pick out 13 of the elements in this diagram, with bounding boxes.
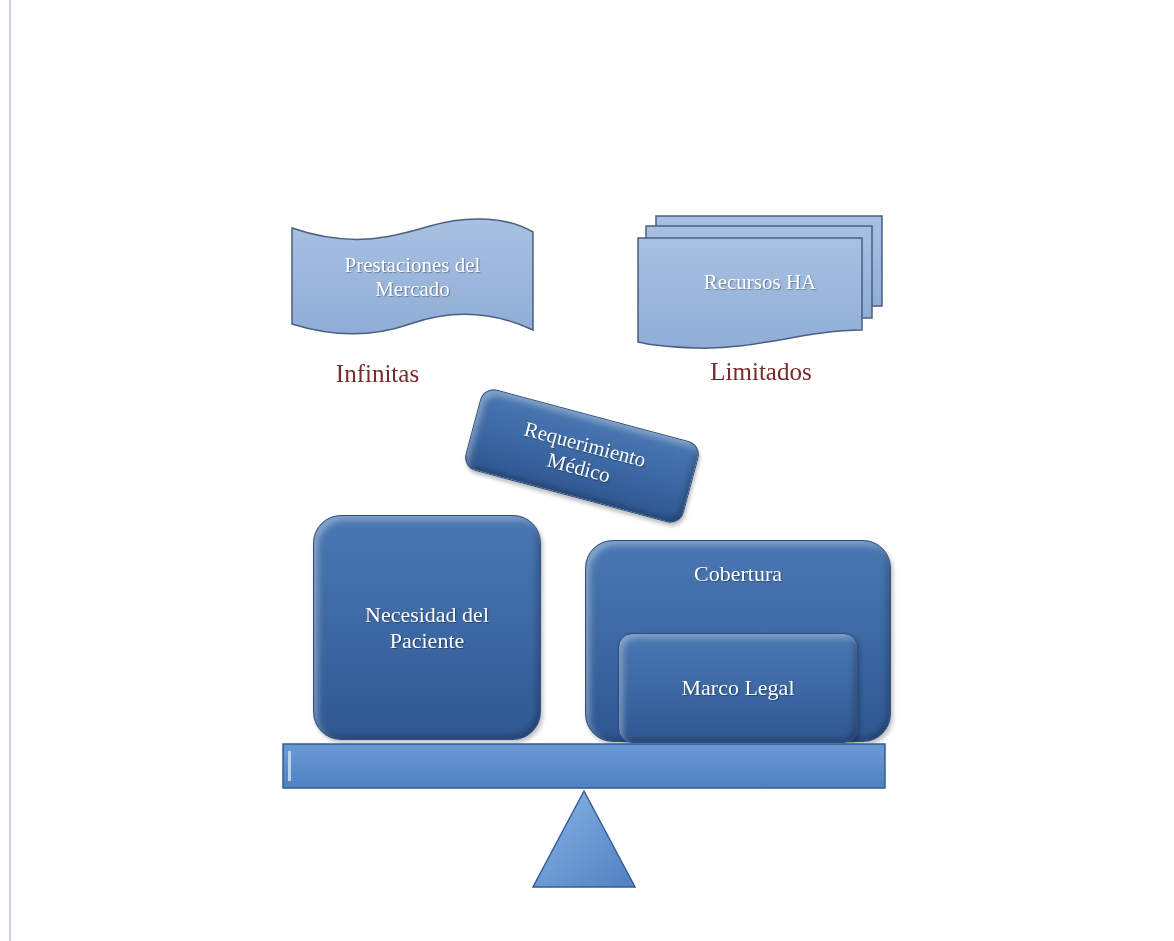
- node-label: Cobertura: [694, 560, 782, 587]
- rounded-box: [618, 633, 858, 743]
- fulcrum-triangle: [532, 790, 636, 888]
- document-stack: [636, 214, 884, 350]
- node-caption: Infinitas: [334, 360, 421, 388]
- node-label: Necesidad del Paciente: [364, 602, 490, 653]
- node-caption: Limitados: [709, 358, 813, 386]
- rounded-box: [313, 515, 541, 740]
- node-label: Prestaciones del Mercado: [343, 252, 482, 302]
- node-label: Marco Legal: [681, 675, 795, 701]
- rounded-box: [585, 540, 891, 742]
- node-label: Recursos HA: [703, 269, 817, 295]
- wave-banner: [290, 218, 535, 336]
